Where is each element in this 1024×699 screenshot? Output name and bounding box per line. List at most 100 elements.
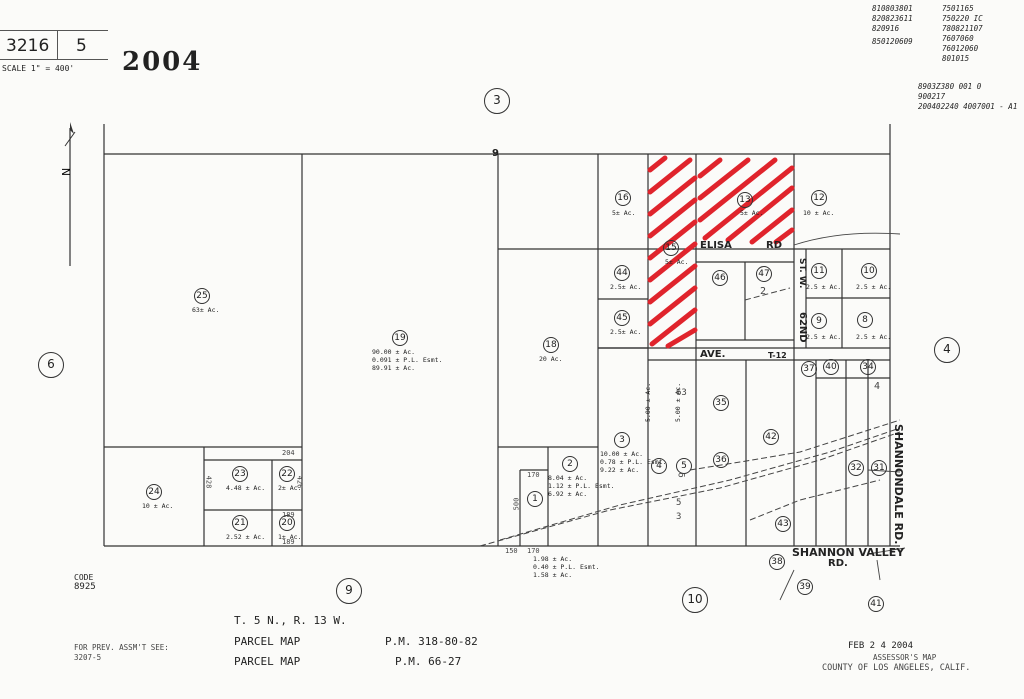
dim-label: 189 [282, 511, 295, 519]
parcel-area: 63± Ac. [192, 306, 220, 314]
dim-label: 426 [295, 475, 304, 489]
assessor-line1: ASSESSOR'S MAP [873, 653, 937, 662]
parcel-circle: 12 [811, 190, 827, 206]
township-range: T. 5 N., R. 13 W. [234, 614, 347, 627]
parcel-map-ref: P.M. 66-27 [395, 655, 462, 668]
street-shannon-valley-rd: RD. [828, 558, 848, 569]
parcel-area: 5± Ac. [665, 258, 689, 266]
code-value: 8925 [74, 582, 96, 592]
parcel-circle: 16 [615, 190, 631, 206]
parcel-area: 2.5 ± Ac. [856, 283, 892, 291]
parcel-circle: 1 [527, 491, 543, 507]
ref-item: 8903Z380 001 0 [918, 82, 982, 91]
parcel-map-label: PARCEL MAP [234, 635, 301, 648]
refs-left-block: 810803801 820823611 820916 850120609 [872, 4, 913, 47]
parcel-circle: 31 [871, 460, 887, 476]
dim-label: 204 [282, 449, 295, 457]
prev-assmt-value: 3207-5 [74, 653, 102, 662]
parcel-area: 2.52 ± Ac. [226, 533, 266, 541]
north-arrow-icon: N [60, 122, 76, 266]
dim-label: 5 [676, 498, 682, 508]
section-south-circle: 9 [336, 578, 362, 604]
parcel-area: 2.5 ± Ac. [856, 333, 892, 341]
dim-label: 189 [282, 538, 295, 546]
dim-label: 500 [512, 497, 521, 511]
street-shannon-valley: SHANNON VALLEY [792, 546, 905, 559]
section-line-label: 9 [492, 148, 499, 159]
street-ave: AVE. [700, 349, 726, 360]
ref-item: 850120609 [872, 37, 913, 46]
parcel-circle: 34 [860, 359, 876, 375]
parcel-area: 8.04 ± Ac. 1.12 ± P.L. Esmt. 6.92 ± Ac. [548, 474, 615, 498]
book-number: 3216 [6, 36, 50, 56]
parcel-map-ref: P.M. 318-80-82 [385, 635, 478, 648]
parcel-circle: 22 [279, 466, 295, 482]
parcel-area: 1± Ac. [278, 533, 302, 541]
dim-label: 63 [676, 388, 687, 398]
parcel-circle: 42 [763, 429, 779, 445]
dim-label: 170 [527, 547, 540, 555]
ref-item: 76012060 [942, 44, 979, 53]
street-elisa: ELISA [700, 240, 732, 251]
parcel-map-label: PARCEL MAP [234, 655, 301, 668]
dim-label: 6 [675, 472, 686, 478]
ref-item: 900217 [918, 92, 946, 101]
parcel-circle: 43 [775, 516, 791, 532]
ref-item: 7607060 [942, 34, 974, 43]
svg-text:N: N [60, 168, 73, 176]
parcel-area: 20 Ac. [539, 355, 563, 363]
parcel-circle: 38 [769, 554, 785, 570]
section-north-circle: 3 [484, 88, 510, 114]
parcel-circle: 11 [811, 263, 827, 279]
parcel-circle: 35 [713, 395, 729, 411]
map-year: 2004 [122, 47, 203, 77]
parcel-circle: 40 [823, 359, 839, 375]
parcel-circle: 39 [797, 579, 813, 595]
parcel-circle: 24 [146, 484, 162, 500]
parcel-circle: 3 [614, 432, 630, 448]
parcel-circle: 20 [279, 515, 295, 531]
dim-label: 4 [874, 381, 881, 392]
parcel-circle: 8 [857, 312, 873, 328]
dim-label: 2 [760, 286, 767, 297]
page-number: 5 [76, 36, 87, 56]
parcel-circle: 21 [232, 515, 248, 531]
street-st-w: ST. W. [797, 258, 807, 289]
parcel-circle: 10 [861, 263, 877, 279]
parcel-circle: 19 [392, 330, 408, 346]
code-label: CODE [74, 573, 94, 582]
street-62nd: 62ND [797, 312, 808, 343]
dim-label: 170 [527, 471, 540, 479]
prev-assmt-label: FOR PREV. ASSM'T SEE: [74, 643, 169, 652]
parcel-circle: 47 [756, 266, 772, 282]
street-shannondale: SHANNONDALE RD. [892, 424, 905, 545]
parcel-area: 4.48 ± Ac. [226, 484, 266, 492]
parcel-circle: 23 [232, 466, 248, 482]
parcel-circle: 41 [868, 596, 884, 612]
parcel-area: 2.5± Ac. [610, 283, 642, 291]
parcel-area: 2± Ac. [278, 484, 302, 492]
assessor-line2: COUNTY OF LOS ANGELES, CALIF. [822, 663, 971, 673]
street-t12: T-12 [768, 351, 787, 360]
parcel-area: 1.98 ± Ac. 0.40 ± P.L. Esmt. 1.58 ± Ac. [533, 555, 600, 579]
parcel-circle: 2 [562, 456, 578, 472]
dim-label: 3 [676, 512, 682, 522]
parcel-circle: 9 [811, 313, 827, 329]
assessor-date: FEB 2 4 2004 [848, 641, 914, 651]
ref-item: 810803801 [872, 4, 913, 13]
parcel-area: 2.5± Ac. [610, 328, 642, 336]
parcel-circle: 4 [651, 458, 667, 474]
section-southeast-circle: 10 [682, 587, 708, 613]
parcel-circle: 13 [737, 192, 753, 208]
parcel-circle: 18 [543, 337, 559, 353]
parcel-area: 10.00 ± Ac. 0.78 ± P.L. Esmt. 9.22 ± Ac. [600, 450, 667, 474]
ref-item: 200402240 4007001 - A1 [918, 102, 1018, 111]
refs-right-block: 7501165 750220 IC 780821107 7607060 7601… [942, 4, 983, 64]
parcel-circle: 44 [614, 265, 630, 281]
street-elisa-rd: RD [766, 240, 783, 251]
dim-label: 428 [204, 475, 213, 489]
section-west-circle: 6 [38, 352, 64, 378]
parcel-area: 5.00 ± Ac. [644, 382, 652, 422]
parcel-circle: 45 [614, 310, 630, 326]
